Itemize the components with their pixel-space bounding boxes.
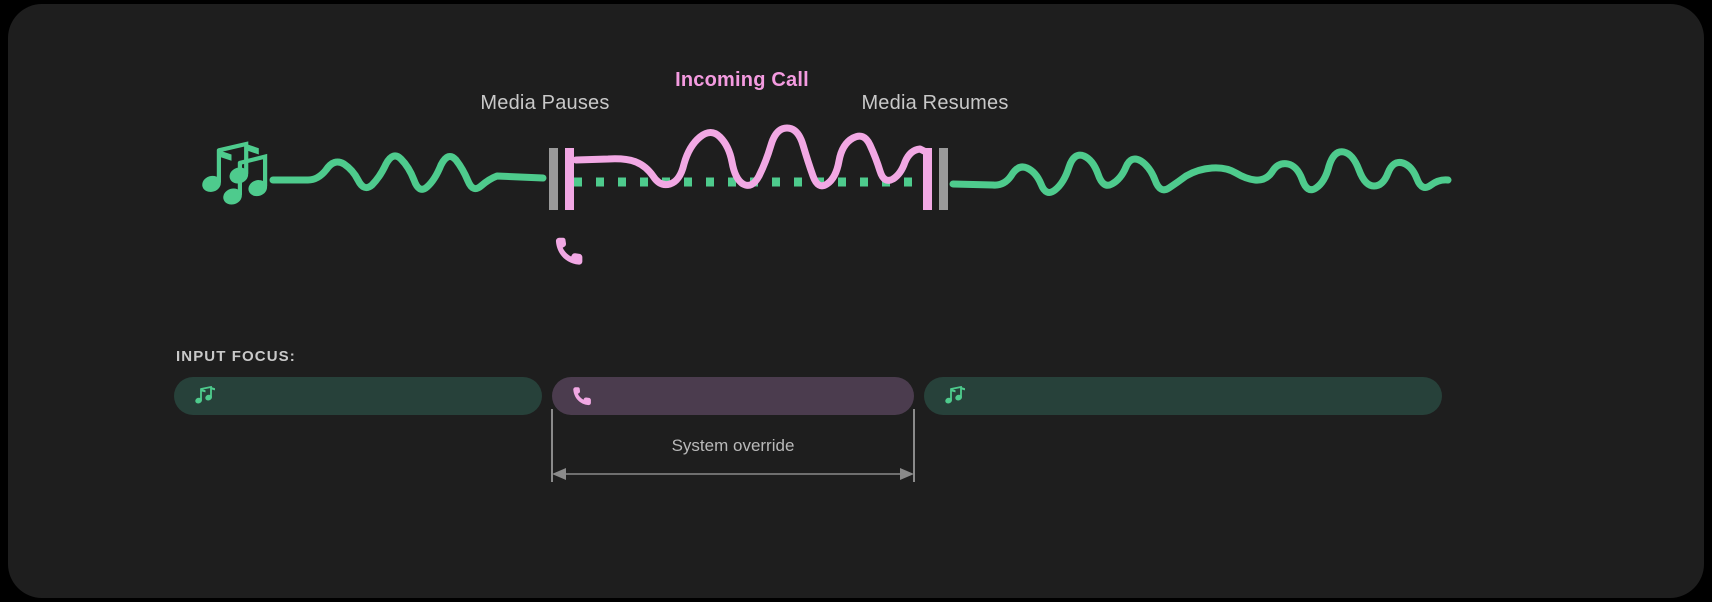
music-notes-icon: [194, 386, 216, 406]
system-override-label: System override: [671, 436, 795, 455]
waveform-media-before: [269, 152, 547, 193]
phone-icon: [555, 237, 583, 265]
focus-segment-call[interactable]: [552, 377, 914, 415]
focus-segment-media-right[interactable]: [924, 377, 1442, 415]
label-media-pauses: Media Pauses: [480, 92, 610, 114]
audio-timeline: Media Pauses Incoming Call Media Resumes: [8, 4, 1704, 334]
waveform-incoming-call: [572, 124, 930, 190]
pause-bar-pink-left: [565, 148, 574, 210]
input-focus-title: INPUT FOCUS:: [176, 348, 296, 365]
resume-bar-gray-right: [939, 148, 948, 210]
resume-bar-pink-right: [923, 148, 932, 210]
app-panel: Media Pauses Incoming Call Media Resumes…: [8, 4, 1704, 598]
pause-bar-gray-left: [549, 148, 558, 210]
timeline-waveforms: [202, 124, 1452, 265]
phone-icon: [572, 386, 592, 406]
music-notes-icon: [202, 141, 268, 205]
music-notes-icon: [944, 386, 966, 406]
focus-segment-media-left[interactable]: [174, 377, 542, 415]
label-incoming-call: Incoming Call: [675, 69, 809, 91]
waveform-media-after: [949, 148, 1452, 196]
label-media-resumes: Media Resumes: [861, 92, 1009, 114]
